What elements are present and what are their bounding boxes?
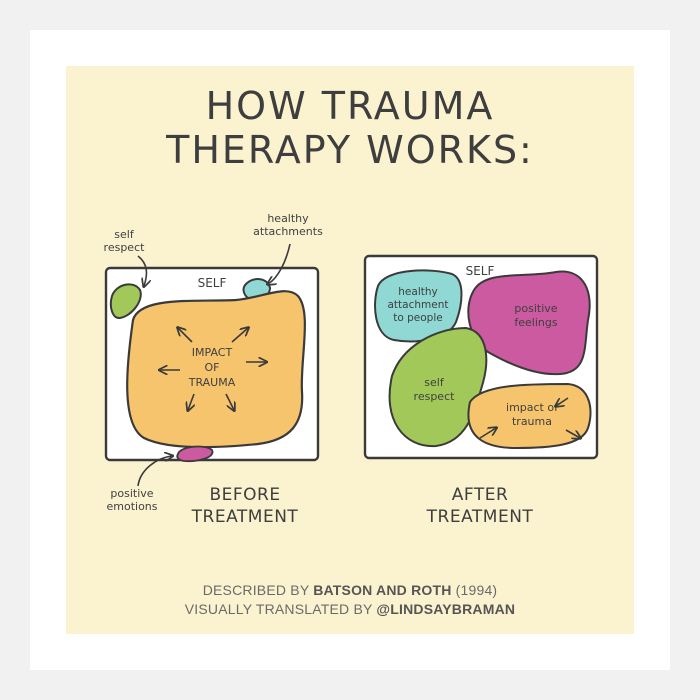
before-annot-self-respect-arrow — [137, 255, 146, 286]
before-self-label: SELF — [198, 276, 227, 290]
before-caption: BEFORE TREATMENT — [170, 484, 320, 528]
credit-line-1: DESCRIBED BY BATSON AND ROTH (1994) — [66, 582, 634, 598]
before-caption-line-2: TREATMENT — [191, 507, 299, 527]
before-diagram: SELF IMPACT OF TRAUMA self respect healt… — [104, 212, 324, 513]
before-self-respect-blob — [109, 283, 142, 319]
after-positive-label-1: positive — [514, 302, 557, 315]
after-healthy-label-1: healthy — [398, 286, 437, 298]
before-positive-emotions-blob — [176, 445, 214, 463]
before-annot-healthy-arrow — [268, 243, 291, 284]
credit-described-by: DESCRIBED BY — [202, 582, 314, 598]
after-inward-arrows — [479, 397, 580, 438]
after-caption-line-1: AFTER — [451, 485, 509, 505]
credit-year: (1994) — [451, 582, 498, 598]
after-healthy-label-3: to people — [393, 312, 442, 324]
before-annot-positive-arrow — [137, 456, 172, 487]
before-center-label-1: IMPACT — [192, 346, 233, 359]
before-center-label-3: TRAUMA — [188, 376, 236, 389]
after-healthy-attachment-blob — [374, 269, 463, 343]
title-line-1: HOW TRAUMA — [205, 84, 495, 128]
after-positive-label-2: feelings — [514, 316, 557, 329]
before-outward-arrows — [160, 328, 266, 410]
before-center-label-2: OF — [205, 361, 220, 374]
before-annot-positive-2: emotions — [106, 500, 157, 513]
credit-line-2: VISUALLY TRANSLATED BY @LINDSAYBRAMAN — [66, 601, 634, 617]
title-line-2: THERAPY WORKS: — [166, 128, 534, 172]
after-self-respect-blob — [388, 326, 488, 448]
after-diagram: SELF healthy attachment to people positi… — [363, 254, 599, 460]
after-caption: AFTER TREATMENT — [405, 484, 555, 528]
before-annot-healthy-1: healthy — [267, 212, 309, 225]
after-impact-label-1: impact of — [506, 401, 559, 414]
after-self-label: SELF — [466, 264, 495, 278]
credit-handle: @LINDSAYBRAMAN — [376, 601, 516, 617]
before-annot-self-respect-2: respect — [104, 241, 146, 254]
before-annot-positive-1: positive — [110, 487, 153, 500]
before-annot-self-respect-1: self — [114, 228, 135, 241]
after-healthy-label-2: attachment — [388, 299, 449, 311]
before-impact-of-trauma-blob — [126, 290, 306, 449]
after-impact-label-2: trauma — [512, 415, 552, 428]
after-self-respect-label-2: respect — [414, 390, 456, 403]
before-annot-healthy-2: attachments — [253, 225, 323, 238]
before-caption-line-1: BEFORE — [209, 485, 281, 505]
credit-translated-by: VISUALLY TRANSLATED BY — [184, 601, 377, 617]
after-self-respect-label-1: self — [424, 376, 445, 389]
after-caption-line-2: TREATMENT — [426, 507, 534, 527]
credit-authors: BATSON AND ROTH — [313, 582, 452, 598]
